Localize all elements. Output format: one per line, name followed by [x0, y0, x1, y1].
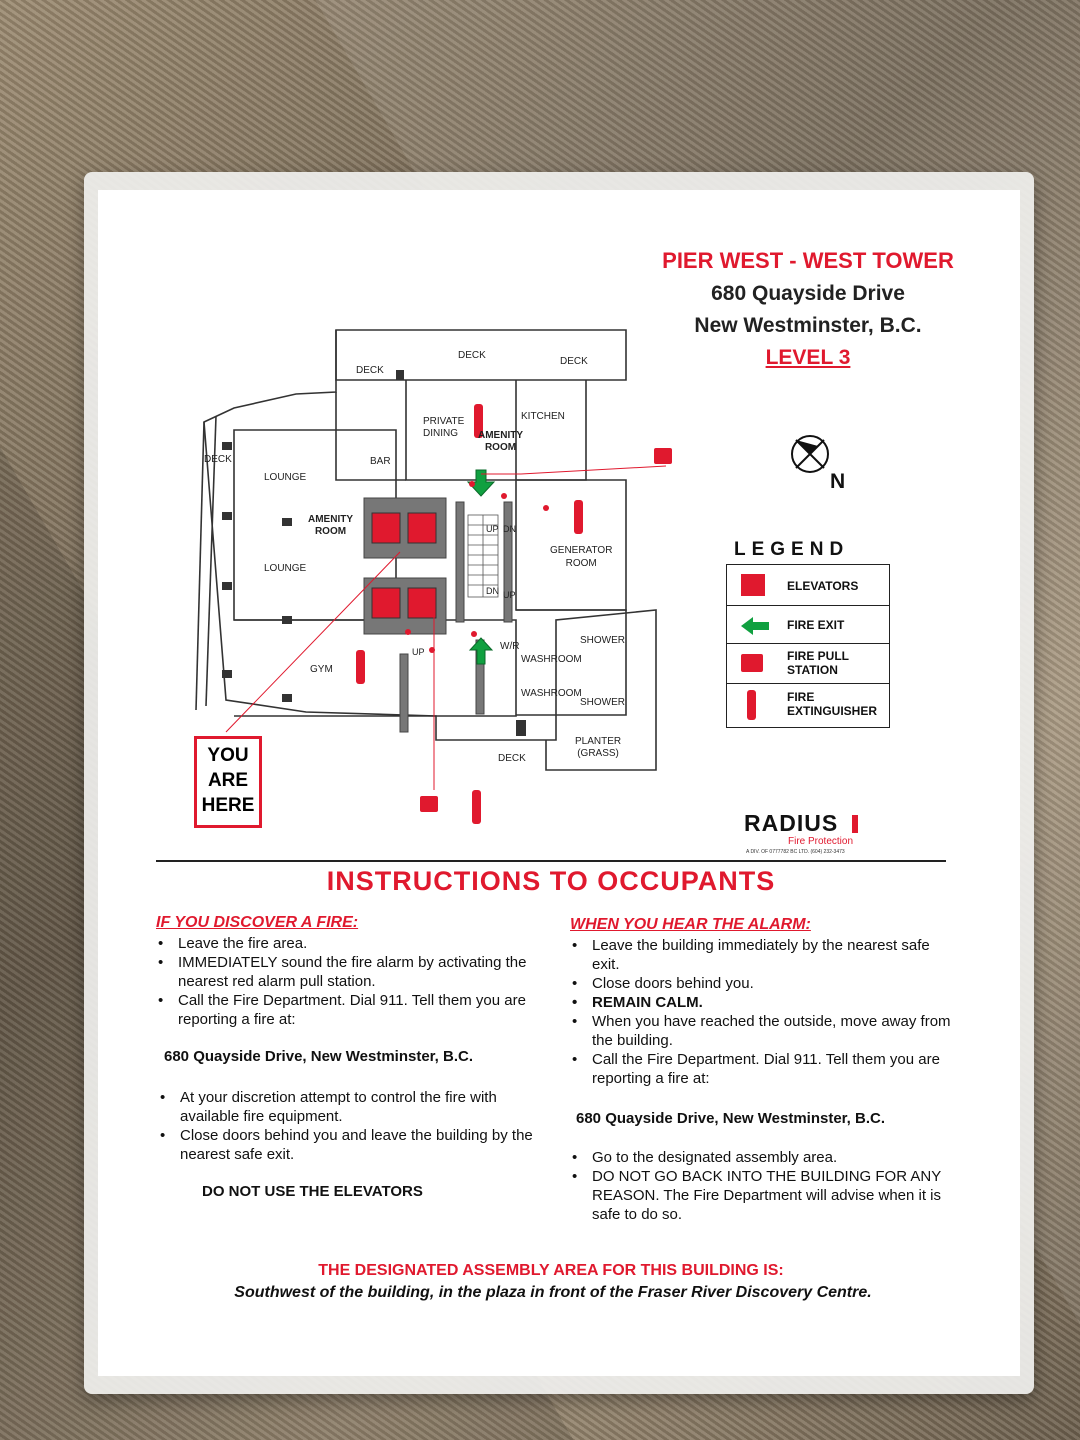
room-lounge: LOUNGE — [264, 472, 307, 483]
fire-pull-station-icon — [654, 448, 672, 464]
north-arrow-icon — [791, 435, 829, 473]
list-item: Call the Fire Department. Dial 911. Tell… — [154, 991, 534, 1029]
fire-extinguisher-icon — [747, 690, 756, 720]
hear-alarm-list-b: Go to the designated assembly area. DO N… — [568, 1148, 952, 1224]
fire-safety-plan-sheet: PIER WEST - WEST TOWER 680 Quayside Driv… — [98, 190, 1020, 1376]
room-amenity-left: AMENITY ROOM — [308, 514, 353, 537]
discover-fire-title: IF YOU DISCOVER A FIRE: — [156, 914, 359, 931]
room-bar: BAR — [370, 456, 391, 467]
floor-plan — [195, 329, 667, 790]
street-address: 680 Quayside Drive — [711, 282, 905, 305]
legend: ELEVATORS FIRE EXIT FIRE PULL STATION FI… — [726, 564, 890, 728]
legend-row-fire-exit: FIRE EXIT — [727, 605, 889, 644]
room-washroom: WASHROOM — [521, 688, 582, 699]
assembly-location: Southwest of the building, in the plaza … — [234, 1284, 872, 1301]
you-are-here-marker: YOU ARE HERE — [194, 736, 262, 828]
list-item: DO NOT GO BACK INTO THE BUILDING FOR ANY… — [568, 1167, 952, 1224]
list-item: REMAIN CALM. — [568, 993, 952, 1012]
building-name: PIER WEST - WEST TOWER — [662, 248, 954, 273]
room-kitchen: KITCHEN — [521, 411, 565, 422]
list-item: At your discretion attempt to control th… — [156, 1088, 540, 1126]
instructions-title: INSTRUCTIONS TO OCCUPANTS — [326, 866, 776, 896]
room-deck: DECK — [560, 356, 588, 367]
room-shower: SHOWER — [580, 697, 625, 708]
discover-fire-list-b: At your discretion attempt to control th… — [156, 1088, 540, 1164]
room-planter: PLANTER (GRASS) — [575, 736, 622, 759]
assembly-title: THE DESIGNATED ASSEMBLY AREA FOR THIS BU… — [318, 1262, 784, 1279]
hear-alarm-list-a: Leave the building immediately by the ne… — [568, 936, 952, 1088]
you-are-here-line: HERE — [201, 795, 255, 816]
list-item: Leave the building immediately by the ne… — [568, 936, 952, 974]
right-address: 680 Quayside Drive, New Westminster, B.C… — [576, 1110, 886, 1127]
you-are-here-line: ARE — [207, 770, 249, 791]
room-deck: DECK — [204, 454, 232, 465]
room-deck: DECK — [356, 365, 384, 376]
hear-alarm-title: WHEN YOU HEAR THE ALARM: — [570, 916, 811, 933]
stair-down: DN — [486, 586, 499, 596]
city-address: New Westminster, B.C. — [694, 314, 922, 337]
fire-pull-station-icon — [741, 654, 763, 672]
north-label: N — [830, 470, 846, 493]
list-item: Leave the fire area. — [154, 934, 534, 953]
room-deck: DECK — [458, 350, 486, 361]
room-private-dining: PRIVATE DINING — [423, 416, 465, 439]
list-item: Go to the designated assembly area. — [568, 1148, 952, 1167]
legend-row-extinguisher: FIRE EXTINGUISHER — [727, 683, 889, 726]
no-elevators-warning: DO NOT USE THE ELEVATORS — [202, 1183, 423, 1200]
stair-up: UP — [503, 590, 516, 600]
room-generator: GENERATOR ROOM — [550, 545, 613, 569]
stair-up: UP — [486, 524, 499, 534]
room-shower: SHOWER — [580, 635, 625, 646]
list-item: Call the Fire Department. Dial 911. Tell… — [568, 1050, 952, 1088]
room-washroom: WASHROOM — [521, 654, 582, 665]
brand-logo: RADIUS — [744, 810, 859, 837]
room-lounge: LOUNGE — [264, 563, 307, 574]
discover-fire-list-a: Leave the fire area. IMMEDIATELY sound t… — [154, 934, 534, 1029]
list-item: Close doors behind you. — [568, 974, 952, 993]
legend-title: LEGEND — [734, 539, 850, 560]
brand-fine-print: A DIV. OF 0777782 BC LTD. (604) 232-3473 — [746, 849, 845, 855]
room-deck: DECK — [498, 753, 526, 764]
room-wr: W/R — [500, 641, 520, 652]
stair-down: DN — [503, 524, 516, 534]
fire-exit-arrow-icon — [741, 617, 769, 635]
room-amenity-top: AMENITY ROOM — [478, 430, 523, 453]
fire-extinguisher-icon — [472, 790, 481, 824]
room-gym: GYM — [310, 664, 333, 675]
legend-row-pull-station: FIRE PULL STATION — [727, 643, 889, 684]
list-item: IMMEDIATELY sound the fire alarm by acti… — [154, 953, 534, 991]
divider — [156, 860, 946, 862]
list-item: Close doors behind you and leave the bui… — [156, 1126, 540, 1164]
fire-pull-station-icon — [420, 796, 438, 812]
legend-row-elevators: ELEVATORS — [727, 565, 889, 605]
list-item: When you have reached the outside, move … — [568, 1012, 952, 1050]
elevator-icon — [741, 574, 765, 596]
brand-tagline: Fire Protection — [788, 836, 854, 847]
level-label: LEVEL 3 — [765, 346, 851, 369]
you-are-here-line: YOU — [207, 745, 249, 766]
left-address: 680 Quayside Drive, New Westminster, B.C… — [164, 1048, 474, 1065]
stair-up: UP — [412, 647, 425, 657]
